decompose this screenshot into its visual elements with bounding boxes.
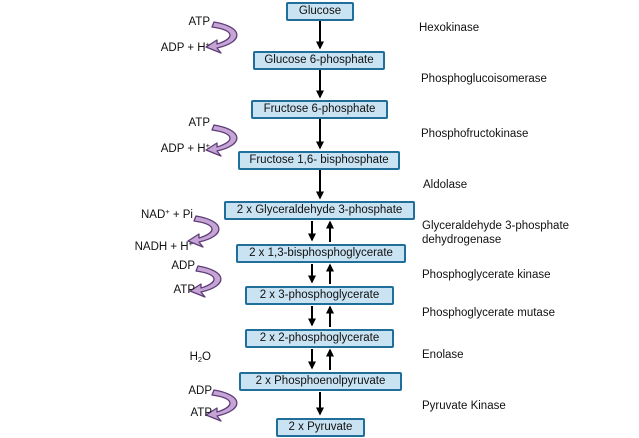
- cofactor-water: H2O: [190, 350, 211, 364]
- cofactor-adp-text: ADP + H: [160, 42, 206, 54]
- enzyme-g3p-dehydrogenase-line-2: dehydrogenase: [422, 234, 502, 246]
- enzyme-g3p-dehydrogenase-line-1: Glyceraldehyde 3-phosphate: [422, 220, 570, 232]
- metabolite-glyceraldehyde-3-phosphate: 2 x Glyceraldehyde 3-phosphate: [224, 201, 415, 220]
- cofactor-nadh-text: NADH + H: [134, 241, 189, 253]
- cofactor-plus-charge: +: [205, 141, 210, 150]
- metabolite-fructose-1-6-bisphosphate: Fructose 1,6- bisphosphate: [238, 151, 400, 170]
- cofactor-atp-phosphoglycerate-kinase: ATP: [173, 284, 195, 296]
- cofactor-plus-charge: +: [205, 40, 210, 49]
- cofactor-water-subscript: 2: [197, 355, 203, 364]
- metabolite-glucose: Glucose: [286, 2, 354, 21]
- cofactor-pi-text: + Pi: [169, 209, 193, 221]
- curved-arrow-phosphofructokinase: [205, 124, 238, 157]
- metabolite-2-phosphoglycerate: 2 x 2-phosphoglycerate: [245, 329, 394, 348]
- metabolite-phosphoenolpyruvate: 2 x Phosphoenolpyruvate: [239, 372, 402, 391]
- metabolite-1-3-bisphosphoglycerate: 2 x 1,3-bisphosphoglycerate: [236, 244, 406, 263]
- enzyme-phosphoglucoisomerase: Phosphoglucoisomerase: [421, 73, 547, 85]
- cofactor-plus-charge: +: [165, 207, 170, 216]
- cofactor-plus-charge: +: [188, 239, 193, 248]
- cofactor-adp-hexokinase: ADP + H+: [161, 41, 210, 55]
- cofactor-adp-phosphofructokinase: ADP + H+: [161, 142, 210, 156]
- cofactor-nad-text: NAD: [140, 209, 166, 221]
- enzyme-enolase: Enolase: [422, 349, 464, 361]
- enzyme-phosphofructokinase: Phosphofructokinase: [421, 128, 529, 140]
- enzyme-phosphoglycerate-mutase: Phosphoglycerate mutase: [422, 307, 555, 319]
- cofactor-water-o: O: [202, 351, 211, 363]
- curved-arrow-hexokinase: [205, 21, 238, 54]
- metabolite-glucose-6-phosphate: Glucose 6-phosphate: [253, 51, 385, 70]
- cofactor-nadh: NADH + H+: [135, 240, 193, 254]
- cofactor-atp-hexokinase: ATP: [188, 16, 210, 28]
- cofactor-adp-phosphoglycerate-kinase: ADP: [171, 260, 195, 272]
- cofactor-atp-pyruvate-kinase: ATP: [190, 407, 212, 419]
- cofactor-atp-phosphofructokinase: ATP: [188, 117, 210, 129]
- enzyme-phosphoglycerate-kinase: Phosphoglycerate kinase: [422, 269, 551, 281]
- cofactor-water-h: H: [189, 351, 198, 363]
- curved-arrow-g3p-dehydrogenase: [187, 215, 220, 248]
- enzyme-pyruvate-kinase: Pyruvate Kinase: [422, 400, 506, 412]
- cofactor-adp-pyruvate-kinase: ADP: [188, 385, 212, 397]
- curved-arrow-pyruvate-kinase: [205, 389, 238, 422]
- enzyme-hexokinase: Hexokinase: [419, 22, 480, 34]
- cofactor-adp-text: ADP + H: [160, 143, 206, 155]
- metabolite-3-phosphoglycerate: 2 x 3-phosphoglycerate: [245, 286, 394, 305]
- metabolite-pyruvate: 2 x Pyruvate: [276, 418, 365, 437]
- enzyme-aldolase: Aldolase: [423, 179, 468, 191]
- metabolite-fructose-6-phosphate: Fructose 6-phosphate: [251, 100, 388, 119]
- cofactor-nad-pi: NAD+ + Pi: [141, 208, 193, 222]
- curved-arrow-phosphoglycerate-kinase: [189, 265, 222, 298]
